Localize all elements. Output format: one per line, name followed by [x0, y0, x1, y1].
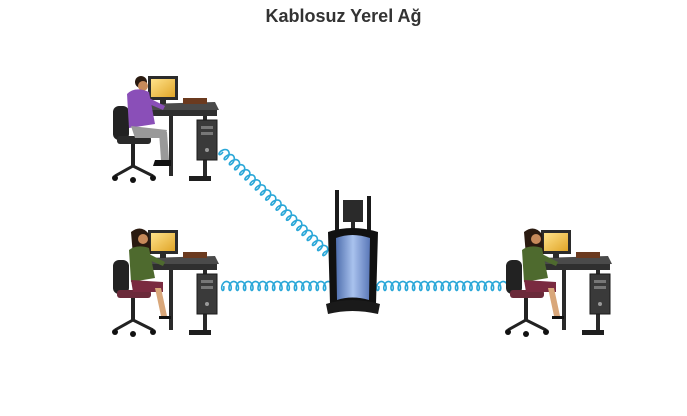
- pc-tower-icon: [196, 119, 218, 161]
- diagram-title: Kablosuz Yerel Ağ: [265, 6, 422, 26]
- workstation-bottom-left: [112, 228, 219, 337]
- pc-tower-icon: [196, 273, 218, 315]
- chair-icon: [505, 260, 549, 337]
- monitor-icon: [148, 76, 207, 104]
- monitor-icon: [541, 230, 600, 258]
- man-user-icon: [127, 76, 171, 166]
- workstation-bottom-right: [505, 228, 612, 337]
- workstation-top-left: [112, 76, 219, 183]
- woman-user-icon: [129, 228, 171, 319]
- wireless-link-top-left: [218, 148, 334, 259]
- monitor-icon: [148, 230, 207, 258]
- wireless-router-icon: [326, 190, 380, 314]
- wireless-link-bottom-right: [375, 280, 509, 292]
- pc-tower-icon: [589, 273, 611, 315]
- woman-user-icon: [522, 228, 564, 319]
- wireless-link-bottom-left: [220, 280, 334, 292]
